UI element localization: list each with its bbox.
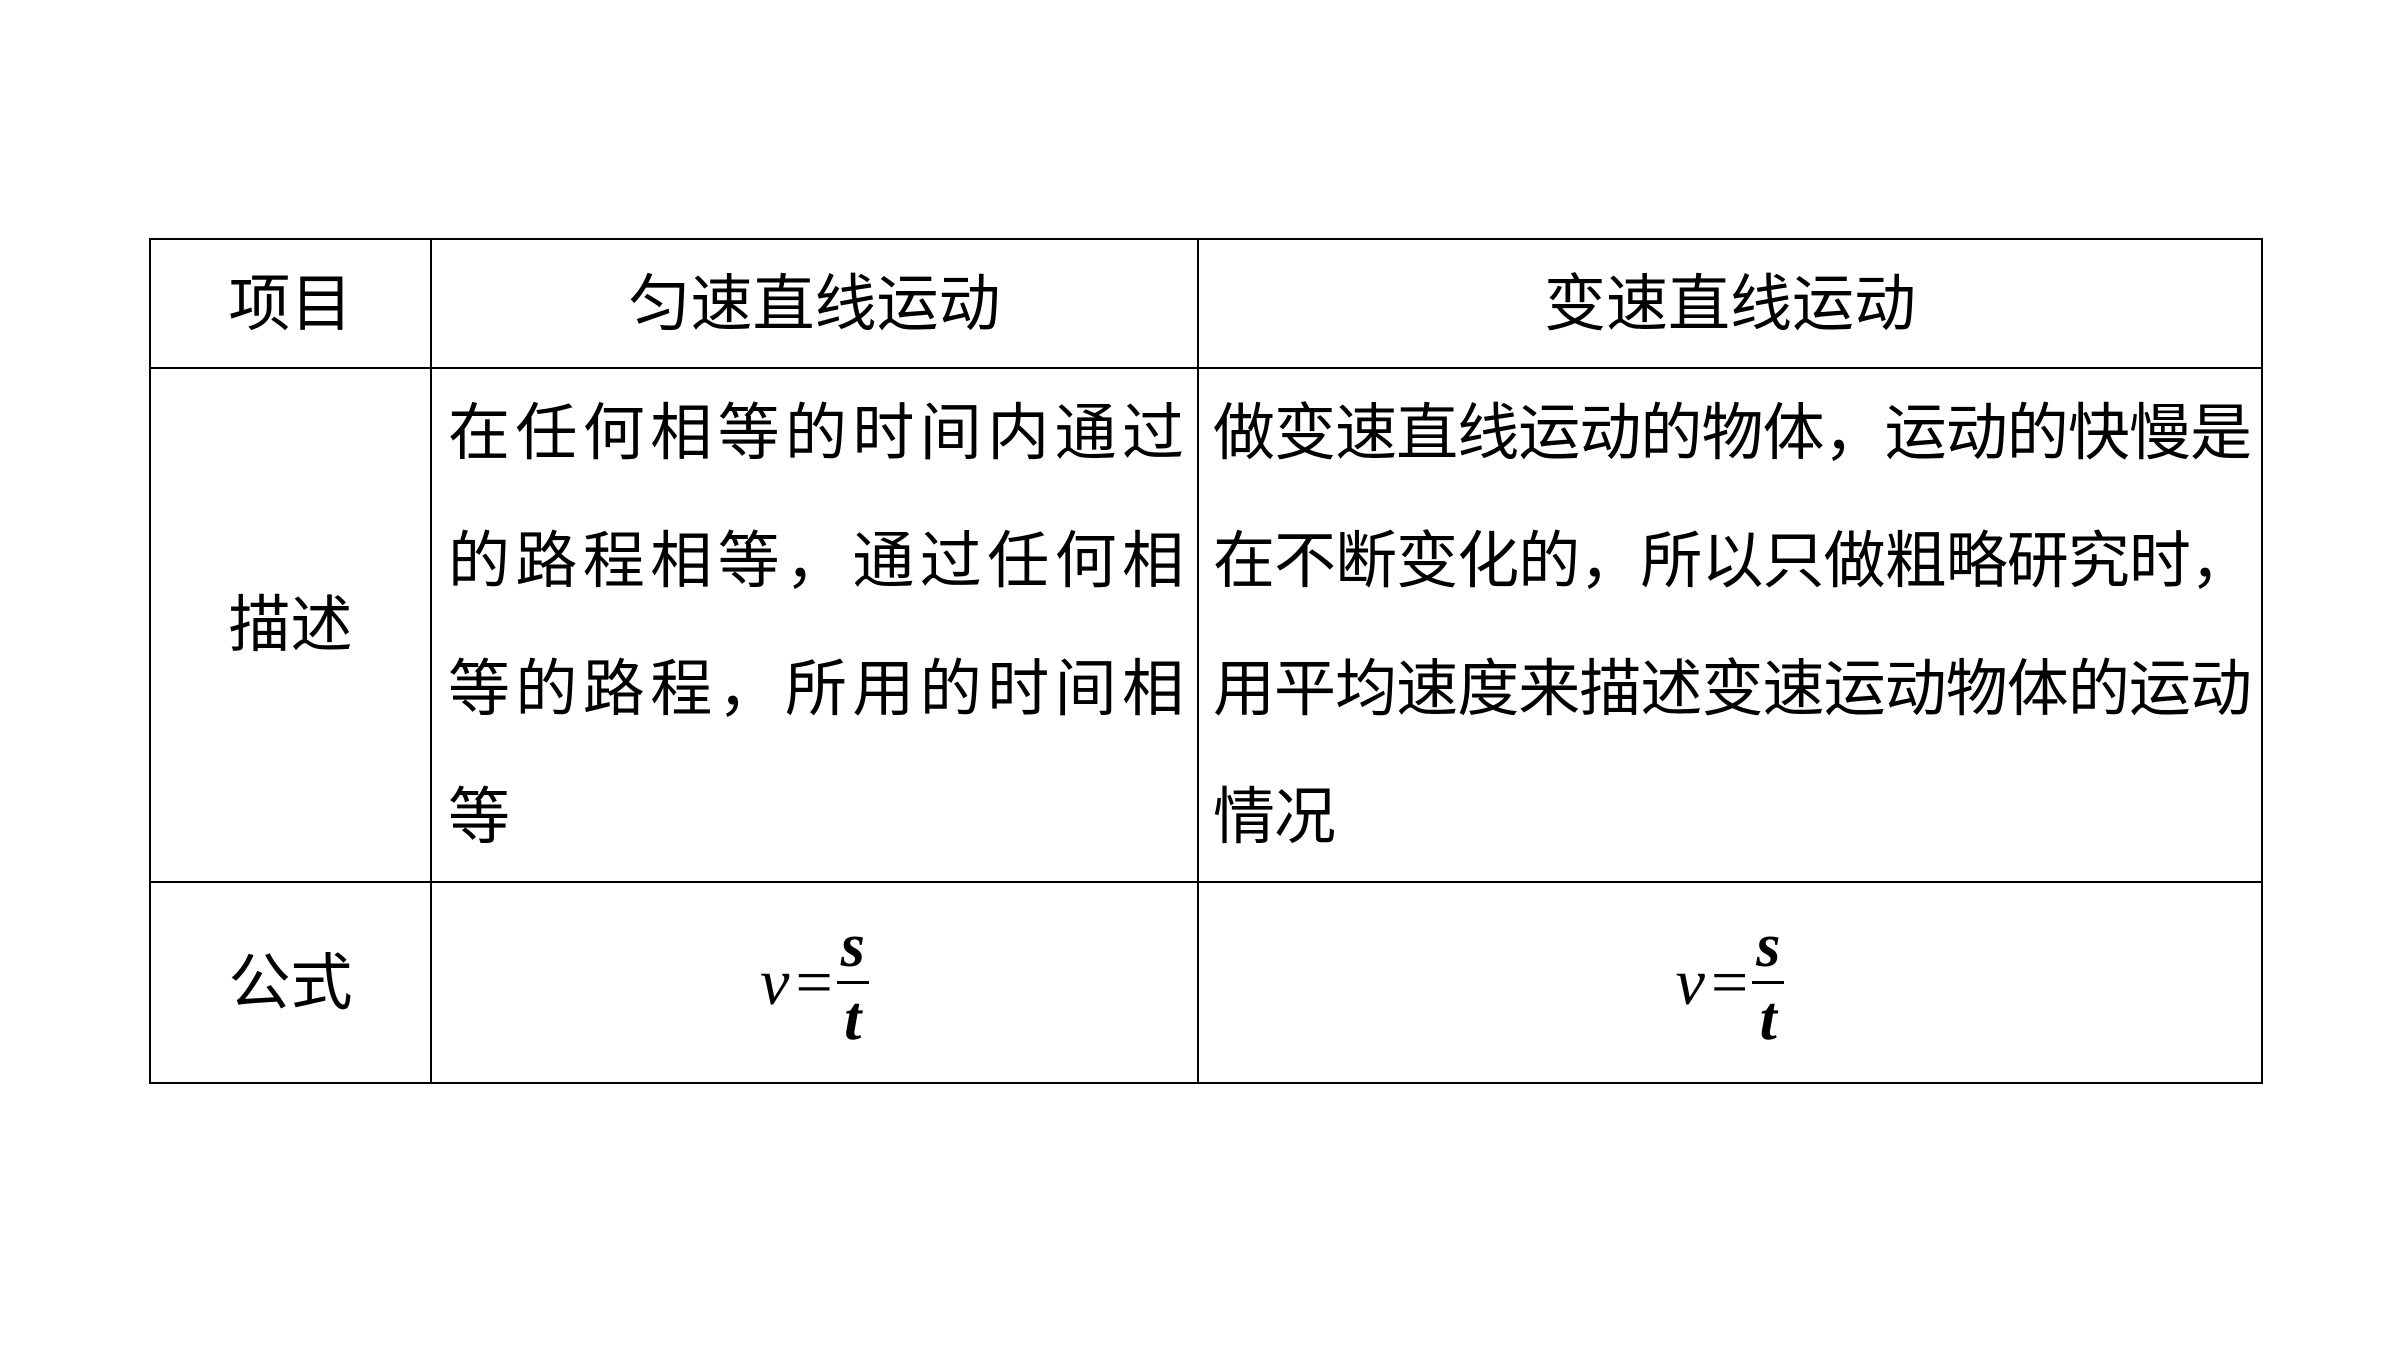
formula-equals-sign: = xyxy=(1710,945,1749,1019)
formula-uniform-cell: v = s t xyxy=(430,881,1199,1084)
formula-row: 公式 v = s t v = s t xyxy=(149,881,2263,1084)
formula-label-cell: 公式 xyxy=(149,881,432,1084)
header-variable-cell: 变速直线运动 xyxy=(1197,238,2263,369)
description-uniform-cell: 在任何相等的时间内通过的路程相等，通过任何相等的路程，所用的时间相等 xyxy=(430,367,1199,883)
formula-numerator: s xyxy=(836,915,869,984)
description-variable-cell: 做变速直线运动的物体，运动的快慢是在不断变化的，所以只做粗略研究时，用平均速度来… xyxy=(1197,367,2263,883)
formula-denominator: t xyxy=(844,985,862,1053)
description-row: 描述 在任何相等的时间内通过的路程相等，通过任何相等的路程，所用的时间相等 做变… xyxy=(149,367,2263,883)
formula-denominator: t xyxy=(1759,985,1777,1053)
header-item-cell: 项目 xyxy=(149,238,432,369)
comparison-table-container: 项目 匀速直线运动 变速直线运动 描述 在任何相等的时间内通过的路程相等，通过任… xyxy=(149,238,2263,1084)
formula-equals-sign: = xyxy=(795,945,833,1019)
formula-numerator: s xyxy=(1752,915,1785,984)
formula-fraction: s t xyxy=(836,915,869,1053)
formula-variable: v = s t xyxy=(1676,915,1785,1050)
formula-velocity-symbol: v xyxy=(1675,945,1705,1019)
formula-uniform: v = s t xyxy=(760,915,869,1050)
formula-velocity-symbol: v xyxy=(760,945,790,1019)
formula-fraction: s t xyxy=(1752,915,1785,1053)
description-label-cell: 描述 xyxy=(149,367,432,883)
table-header-row: 项目 匀速直线运动 变速直线运动 xyxy=(149,238,2263,369)
header-uniform-cell: 匀速直线运动 xyxy=(430,238,1199,369)
formula-variable-cell: v = s t xyxy=(1197,881,2263,1084)
comparison-table: 项目 匀速直线运动 变速直线运动 描述 在任何相等的时间内通过的路程相等，通过任… xyxy=(149,238,2263,1084)
